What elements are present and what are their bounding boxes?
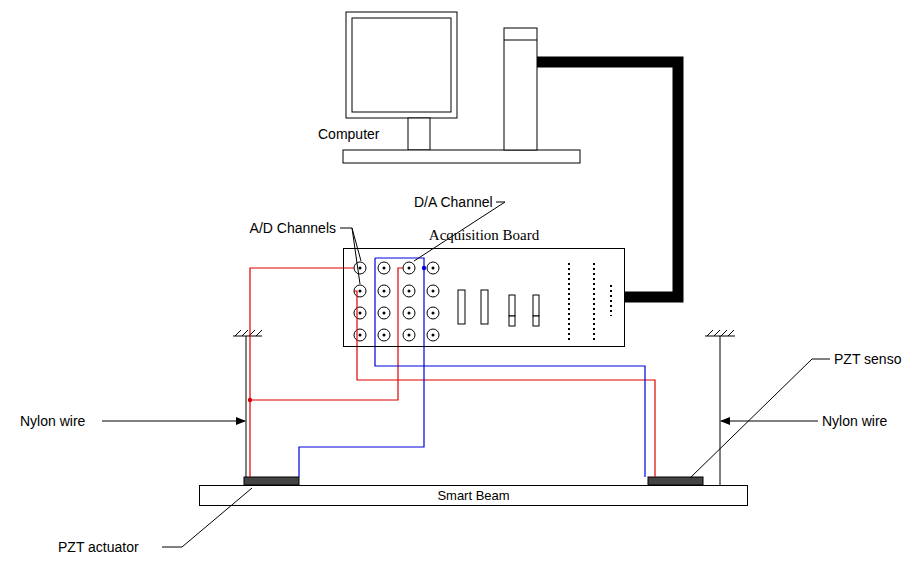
monitor-screen [352, 18, 451, 112]
port-dot [359, 290, 362, 293]
port-dot [383, 312, 386, 315]
port-dot [383, 334, 386, 337]
port-dot [359, 334, 362, 337]
db-connector [509, 295, 515, 316]
cable-stub [537, 57, 580, 68]
red-wires [250, 268, 655, 477]
board-title: Acquisition Board [344, 227, 624, 244]
part-label: A/D Channels [250, 220, 336, 236]
port-dot [383, 290, 386, 293]
port-dot [408, 334, 411, 337]
port [378, 329, 390, 341]
db-connector [533, 295, 539, 316]
port-grid [354, 262, 439, 341]
leader-line [102, 421, 245, 422]
port-dot [408, 267, 411, 270]
ceiling [233, 336, 262, 337]
port [403, 329, 415, 341]
pin-row [610, 285, 612, 316]
leader-line [690, 359, 830, 478]
node-label: Computer [318, 126, 379, 143]
leader-lines [102, 202, 830, 547]
port-dot [432, 312, 435, 315]
support-posts [233, 330, 735, 485]
port-dot [432, 334, 435, 337]
port [378, 285, 390, 297]
nylon-wire [720, 336, 721, 485]
port-centers [359, 267, 435, 337]
nylon-wire [246, 336, 247, 485]
part-label: Nylon wire [822, 413, 887, 429]
data-cable [580, 62, 678, 297]
port [354, 307, 366, 319]
blue-wires [299, 258, 645, 477]
db-connector [533, 316, 539, 326]
db-connector [458, 290, 465, 324]
port [427, 307, 439, 319]
monitor-neck [408, 118, 430, 150]
leader-line [352, 228, 360, 284]
port-dot [383, 267, 386, 270]
tower [504, 28, 537, 150]
wire [354, 291, 655, 477]
pzt-sensor [648, 477, 703, 485]
acquisition-board: Acquisition Board [343, 248, 625, 347]
beam-box: Smart Beam [199, 485, 748, 506]
port [354, 262, 366, 274]
wire [250, 268, 354, 477]
board-connectors [458, 290, 539, 326]
node-label: Smart Beam [200, 487, 747, 504]
port-dot [408, 290, 411, 293]
part-label: PZT actuator [58, 539, 139, 555]
port [403, 262, 415, 274]
db-connector [509, 316, 515, 326]
port [403, 285, 415, 297]
port [427, 262, 439, 274]
leader-line [162, 488, 252, 547]
computer-unit: Computer [316, 10, 580, 163]
leader-line [721, 421, 818, 422]
pzt-actuator [244, 477, 299, 485]
part-label: PZT senso [834, 351, 901, 367]
port-dot [408, 312, 411, 315]
port [354, 329, 366, 341]
port-dot [432, 267, 435, 270]
port-dot [359, 312, 362, 315]
port [403, 307, 415, 319]
part-label: D/A Channel [414, 194, 493, 210]
port [427, 329, 439, 341]
port [378, 262, 390, 274]
db-connector [481, 290, 488, 324]
port [378, 307, 390, 319]
junction [422, 266, 426, 270]
port [427, 285, 439, 297]
port-dot [359, 267, 362, 270]
junction [248, 398, 252, 402]
wire [375, 258, 645, 477]
hatch [707, 330, 734, 336]
pin-row [568, 263, 570, 342]
part-label: Nylon wire [20, 413, 85, 429]
desk [343, 150, 580, 163]
wire [299, 258, 424, 477]
hatch [235, 330, 262, 336]
pin-rows [569, 263, 611, 342]
port-dot [432, 290, 435, 293]
monitor-frame [346, 12, 457, 118]
tower-detail [504, 40, 537, 41]
pin-row [593, 263, 595, 342]
